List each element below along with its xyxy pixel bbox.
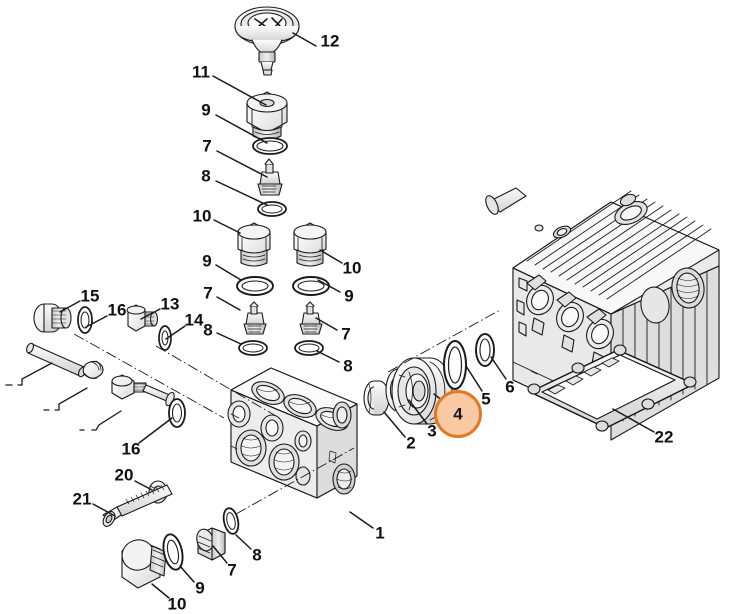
callout-c-15[interactable]: 15: [80, 286, 100, 306]
part-7-valve-top: [257, 158, 283, 196]
part-10-hex-plug-bottom: [121, 539, 167, 589]
part-16-washer-lower: [168, 398, 186, 428]
leader-line-15: [59, 300, 81, 313]
callout-c-10c[interactable]: 10: [167, 594, 187, 614]
plunger-assembly: [111, 374, 175, 407]
part-9-oring-top: [252, 137, 288, 155]
part-1-pump-manifold-body: [227, 367, 358, 499]
callout-c-22[interactable]: 22: [654, 427, 674, 447]
leader-line-1: [349, 511, 374, 529]
leader-line-8: [316, 350, 340, 363]
leader-line-7: [216, 150, 268, 178]
part-11-hex-cap: [246, 91, 288, 141]
leader-line-3: [408, 399, 428, 425]
callout-c-1[interactable]: 1: [375, 523, 385, 543]
construction-axes: [73, 309, 501, 515]
leader-line-10: [151, 583, 170, 599]
part-15-oil-plug: [33, 303, 72, 333]
leader-line-16: [85, 315, 108, 328]
part-9-oring-bottom: [162, 533, 184, 571]
callout-c-8a[interactable]: 8: [201, 166, 211, 186]
part-10-hex-plug-right: [293, 222, 327, 267]
part-6-small-oring: [475, 333, 495, 367]
leader-line-8: [216, 332, 242, 345]
leader-line-7: [216, 296, 241, 311]
callout-c-7d[interactable]: 7: [227, 560, 237, 580]
callout-c-7b[interactable]: 7: [203, 283, 213, 303]
callout-c-9b[interactable]: 9: [202, 251, 212, 271]
part-8-oring-pair-left: [238, 340, 268, 356]
part-12-unloader-knob: [234, 6, 300, 76]
part-22-cover-gasket: [527, 344, 697, 432]
leader-line-16: [138, 417, 173, 444]
part-5-large-oring: [443, 340, 467, 390]
part-9-oring-pair-left: [236, 276, 274, 296]
callout-c-2[interactable]: 2: [406, 433, 416, 453]
callout-c-21[interactable]: 21: [72, 489, 92, 509]
callout-c-11[interactable]: 11: [192, 62, 210, 82]
callout-c-4[interactable]: 4: [453, 404, 463, 424]
pump-tube: [26, 342, 86, 378]
leader-line-10: [319, 249, 343, 264]
callout-c-5[interactable]: 5: [481, 389, 491, 409]
leader-line-6: [490, 356, 507, 380]
callout-c-9d[interactable]: 9: [195, 578, 205, 598]
part-7-valve-pair-left: [243, 301, 267, 335]
callout-c-7c[interactable]: 7: [341, 324, 351, 344]
leader-line-11: [212, 75, 267, 106]
callout-c-13[interactable]: 13: [160, 294, 180, 314]
part-8-oring-pair-right: [294, 340, 324, 356]
callout-c-9a[interactable]: 9: [201, 100, 211, 120]
part-14-washer: [158, 325, 172, 351]
callout-c-12[interactable]: 12: [320, 31, 340, 51]
callout-c-6[interactable]: 6: [505, 377, 515, 397]
leader-line-2: [383, 411, 406, 438]
truncated-leaders: [5, 362, 122, 431]
leader-line-9: [317, 279, 341, 293]
callout-c-10a[interactable]: 10: [192, 206, 212, 226]
part-4-oil-seal-housing: [391, 357, 453, 425]
callout-c-16a[interactable]: 16: [107, 300, 127, 320]
crankcase-housing: [485, 187, 720, 441]
callout-c-20[interactable]: 20: [114, 465, 134, 485]
leader-line-5: [465, 365, 483, 392]
callout-c-14[interactable]: 14: [184, 310, 204, 330]
callout-c-10b[interactable]: 10: [342, 258, 362, 278]
crank-bores: [516, 274, 614, 370]
highlighted-part-4-marker[interactable]: [434, 390, 482, 438]
leader-line-9: [179, 565, 195, 583]
leader-line-7: [212, 545, 228, 564]
callout-c-3[interactable]: 3: [427, 421, 437, 441]
callout-c-8d[interactable]: 8: [252, 545, 262, 565]
leader-line-12: [292, 32, 317, 47]
leader-line-10: [213, 219, 241, 234]
leader-line-14: [165, 325, 186, 340]
part-8-oring-top: [257, 201, 287, 217]
part-21-socket-bolt: [102, 484, 173, 527]
part-8-oring-bottom: [222, 507, 240, 535]
part-2-seal-ring: [363, 380, 390, 416]
callout-c-8b[interactable]: 8: [203, 320, 213, 340]
part-10-hex-plug-left: [237, 222, 271, 267]
part-7-valve-bottom: [196, 527, 226, 561]
part-16-washer-upper: [77, 306, 93, 334]
callout-c-7a[interactable]: 7: [202, 136, 212, 156]
leader-line-9: [215, 264, 242, 281]
part-7-valve-pair-right: [299, 301, 323, 335]
part-9-oring-pair-right: [292, 276, 330, 296]
retaining-clip: [82, 360, 104, 379]
callout-c-16b[interactable]: 16: [121, 439, 141, 459]
callout-c-9c[interactable]: 9: [344, 286, 354, 306]
leader-line-22: [612, 408, 655, 433]
leader-line-9: [215, 114, 268, 144]
leader-line-8: [235, 534, 252, 550]
leader-line-7: [315, 317, 338, 331]
leader-line-13: [140, 308, 161, 320]
leader-line-8: [215, 180, 268, 206]
callout-c-8c[interactable]: 8: [343, 356, 353, 376]
leader-line-21: [92, 503, 116, 517]
leader-line-20: [134, 480, 153, 491]
